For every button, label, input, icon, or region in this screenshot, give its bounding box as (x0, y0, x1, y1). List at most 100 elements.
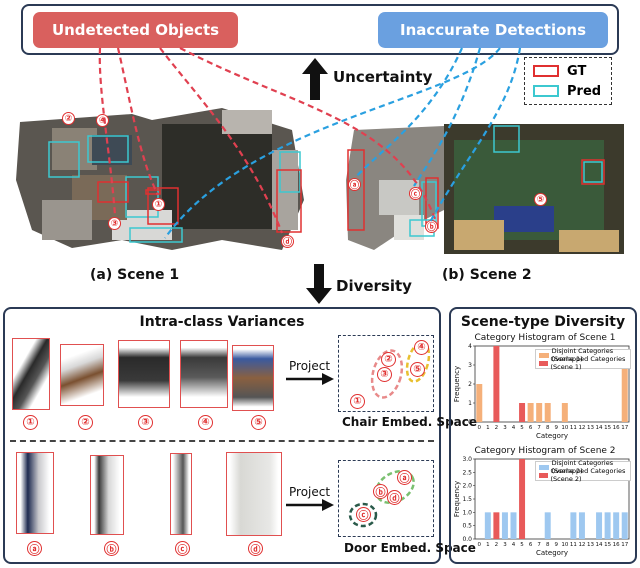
uncertainty-label: Uncertainty (333, 68, 433, 86)
door-embed-caption: Door Embed. Space (344, 541, 476, 555)
chart1-ytick-label: 1 (468, 400, 472, 407)
gt-swatch (533, 65, 559, 77)
uncertainty-sources-box (21, 4, 619, 55)
door-d-badge: ⓓ (248, 541, 263, 556)
chart2-xtick-label: 15 (604, 542, 611, 548)
door-embed-suffix: Embed. Space (380, 541, 476, 555)
chart2-bar (519, 459, 526, 539)
scene1-object-1-badge: ① (152, 198, 165, 211)
chart2-xtick-label: 9 (555, 542, 559, 548)
chart1-bar (544, 403, 551, 422)
door-embed-b-badge: ⓑ (373, 484, 388, 499)
chart2-legend-label-0: Disjoint Categories (Scene 2) (551, 459, 614, 475)
intra-separator (10, 440, 434, 442)
chart1-bar (493, 346, 500, 422)
chart1-xtick-label: 14 (596, 425, 603, 431)
uncertainty-arrow-icon (302, 58, 328, 100)
chart2-xtick-label: 1 (486, 542, 490, 548)
chart1-xtick-label: 5 (520, 425, 524, 431)
door-embed-d-badge: ⓓ (387, 490, 402, 505)
chair-1-thumbnail (12, 338, 50, 410)
chart2-xtick-label: 5 (520, 542, 524, 548)
chart2-ytick-label: 2.5 (462, 469, 472, 476)
chart2-bar (484, 512, 491, 539)
scene2-object-5-badge: ⑤ (534, 193, 547, 206)
chart1-legend-label-0: Disjoint Categories (Scene 1) (551, 347, 614, 363)
chart2-bar (493, 512, 500, 539)
door-project-arrow-icon (286, 499, 334, 511)
chart2-bar (501, 512, 508, 539)
door-embed-c-badge: ⓒ (356, 507, 371, 522)
chart2-xtick-label: 8 (546, 542, 550, 548)
scene-2-label: (b) Scene 2 (442, 267, 532, 283)
scene1-object-3-badge: ③ (108, 217, 121, 230)
chart2-xtick-label: 11 (570, 542, 577, 548)
chair-project-label: Project (289, 359, 331, 373)
chart2-legend: Disjoint Categories (Scene 2) Overlapped… (535, 459, 631, 483)
chart1-xtick-label: 11 (570, 425, 577, 431)
door-b-badge: ⓑ (104, 541, 119, 556)
intra-class-title: Intra-class Variances (139, 314, 305, 330)
chart1-xtick-label: 10 (561, 425, 568, 431)
chart1-xtick-label: 9 (555, 425, 559, 431)
chart2-bar (604, 512, 611, 539)
chart2-xtick-label: 2 (495, 542, 499, 548)
scene-type-title: Scene-type Diversity (460, 314, 626, 330)
diversity-arrow-icon (306, 264, 332, 304)
chart2-xtick-label: 10 (561, 542, 568, 548)
chair-3-badge: ③ (138, 415, 153, 430)
scene2-door-a-badge: ⓐ (348, 178, 361, 191)
chart1-xtick-label: 16 (613, 425, 620, 431)
chart1-bar (536, 403, 543, 422)
chart1-ytick-label: 0 (468, 419, 472, 426)
chair-project-arrow-icon (286, 373, 334, 385)
chart2-bar (621, 512, 628, 539)
chart1-ytick-label: 4 (468, 343, 472, 350)
door-embed-class: Door (344, 541, 377, 555)
chart1-xtick-label: 15 (604, 425, 611, 431)
chart1-legend-label-1: Overlapped Categories (Scene 1) (550, 355, 626, 371)
gt-label: GT (567, 63, 587, 79)
chart1-xtick-label: 6 (529, 425, 533, 431)
chart2-xtick-label: 4 (512, 542, 516, 548)
chair-embed-class: Chair (342, 415, 378, 429)
chart1-legend: Disjoint Categories (Scene 1) Overlapped… (535, 347, 631, 371)
chart2-bar (544, 512, 551, 539)
pred-label: Pred (567, 83, 602, 99)
door-c-badge: ⓒ (175, 541, 190, 556)
chart2-bar (510, 512, 517, 539)
chart2-bar (578, 512, 585, 539)
chart1-xtick-label: 17 (621, 425, 628, 431)
door-a-thumbnail (16, 452, 54, 534)
chart1-ytick-label: 3 (468, 362, 472, 369)
chart2-xtick-label: 0 (478, 542, 482, 548)
chart2-ytick-label: 1.5 (462, 496, 472, 503)
chart2-ytick-label: 2.0 (462, 483, 472, 490)
chart1-xtick-label: 12 (578, 425, 585, 431)
chart1-bar (476, 384, 483, 422)
chart2-title: Category Histogram of Scene 2 (474, 446, 616, 456)
scene-2-pointcloud (344, 120, 626, 258)
chart2-bar (613, 512, 620, 539)
chair-embed-1-badge: ① (350, 394, 365, 409)
chart2-ytick-label: 0.0 (462, 536, 472, 543)
chart1-bar (519, 403, 526, 422)
chart1-xtick-label: 4 (512, 425, 516, 431)
gt-pred-legend: GT Pred (524, 57, 612, 105)
chart1-xlabel: Category (536, 432, 568, 440)
scene1-door-d-badge: ⓓ (281, 235, 294, 248)
chart2-xtick-label: 7 (537, 542, 541, 548)
scene-type-panel (449, 307, 637, 564)
chart1-xtick-label: 0 (478, 425, 482, 431)
chart2-ytick-label: 3.0 (462, 456, 472, 463)
door-c-thumbnail (170, 453, 192, 535)
chart1-legend-swatch-0 (539, 352, 549, 358)
door-embed-a-badge: ⓐ (397, 470, 412, 485)
chart1-bar (621, 365, 628, 422)
chart2-bar (596, 512, 603, 539)
chair-4-badge: ④ (198, 415, 213, 430)
chart1-ylabel: Frequency (453, 366, 461, 402)
scene1-object-2-badge: ② (62, 112, 75, 125)
undetected-objects-label: Undetected Objects (33, 12, 238, 48)
